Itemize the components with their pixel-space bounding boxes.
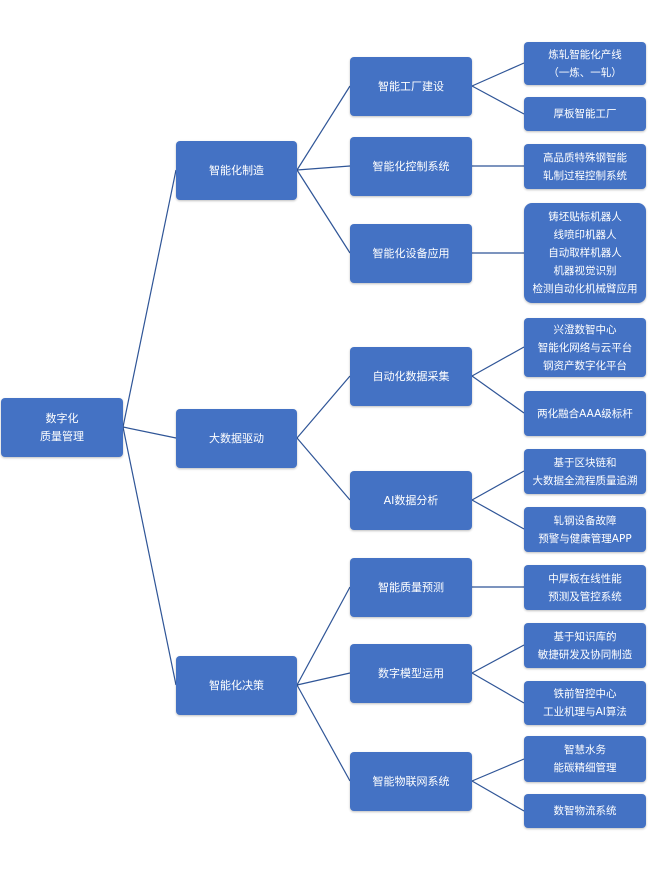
leaf-fault-warning-app: 轧钢设备故障 预警与健康管理APP [524, 507, 646, 552]
leaf-line: 智慧水务 [564, 744, 606, 756]
leaf-ironmaking-control-center: 铁前智控中心 工业机理与AI算法 [524, 681, 646, 725]
connector-line [296, 169, 351, 254]
connector-line [471, 644, 525, 674]
node-label: 智能化决策 [209, 678, 264, 692]
connector-line [471, 780, 525, 812]
leaf-line: 能碳精细管理 [553, 762, 617, 774]
node-label: 智能化设备应用 [372, 246, 450, 260]
leaf-line: 铁前智控中心 [553, 688, 617, 700]
leaf-blockchain-traceability: 基于区块链和 大数据全流程质量追溯 [524, 449, 646, 494]
leaf-line: 数智物流系统 [553, 805, 617, 817]
connector-line [122, 426, 177, 686]
leaf-line: 智能化网络与云平台 [537, 341, 633, 354]
leaf-line: 钢资产数字化平台 [543, 359, 627, 372]
leaf-line: 轧制过程控制系统 [543, 169, 627, 182]
leaf-line: （一炼、一轧） [548, 66, 622, 79]
leaf-line: 检测自动化机械臂应用 [532, 283, 638, 295]
node-label: 数字模型运用 [378, 666, 444, 680]
leaf-line: 炼轧智能化产线 [548, 48, 622, 61]
leaf-line: 自动取样机器人 [548, 247, 622, 259]
leaf-line: 工业机理与AI算法 [543, 706, 627, 718]
node-label: 智能质量预测 [378, 580, 444, 594]
leaf-line: 两化融合AAA级标杆 [537, 407, 633, 420]
connector-line [296, 672, 351, 686]
leaf-knowledge-base-rd: 基于知识库的 敏捷研发及协同制造 [524, 623, 646, 668]
leaf-line: 预警与健康管理APP [538, 532, 632, 545]
connector-line [296, 85, 351, 171]
node-smart-equipment-application: 智能化设备应用 [350, 224, 472, 283]
connector-line [296, 437, 351, 501]
leaf-line: 敏捷研发及协同制造 [537, 648, 633, 661]
connector-line [296, 586, 351, 686]
node-ai-data-analysis: AI数据分析 [350, 471, 472, 530]
node-label: 智能工厂建设 [378, 79, 444, 93]
node-smart-decision: 智能化决策 [176, 656, 297, 715]
leaf-special-steel-rolling-control: 高品质特殊钢智能 轧制过程控制系统 [524, 144, 646, 189]
leaf-aaa-benchmark: 两化融合AAA级标杆 [524, 391, 646, 436]
leaf-line: 兴澄数智中心 [553, 323, 617, 336]
node-smart-iot-system: 智能物联网系统 [350, 752, 472, 811]
connector-line [296, 375, 351, 439]
connector-line [122, 169, 177, 428]
node-smart-manufacturing: 智能化制造 [176, 141, 297, 200]
connector-line [471, 499, 525, 530]
connector-line [471, 85, 525, 115]
root-label-line-2: 质量管理 [40, 429, 84, 443]
node-label: 自动化数据采集 [372, 369, 450, 383]
connector-line [122, 426, 177, 439]
root-node-digital-quality-management: 数字化 质量管理 [1, 398, 123, 457]
leaf-line: 机器视觉识别 [553, 265, 617, 277]
leaf-smelting-rolling-line: 炼轧智能化产线 （一炼、一轧） [524, 42, 646, 85]
leaf-line: 高品质特殊钢智能 [543, 151, 627, 164]
node-label: 大数据驱动 [209, 431, 264, 445]
connector-line [471, 62, 525, 87]
leaf-line: 基于知识库的 [553, 630, 617, 643]
connector-line [296, 684, 351, 782]
leaf-line: 线喷印机器人 [553, 229, 617, 241]
node-label: AI数据分析 [383, 493, 439, 507]
root-label-line-1: 数字化 [45, 411, 79, 425]
leaf-line: 厚板智能工厂 [553, 108, 617, 120]
leaf-line: 基于区块链和 [553, 456, 617, 469]
leaf-smart-water-carbon: 智慧水务 能碳精细管理 [524, 736, 646, 782]
leaf-line: 轧钢设备故障 [553, 514, 617, 527]
node-label: 智能化控制系统 [372, 159, 450, 173]
connector-line [471, 470, 525, 501]
leaf-digital-intelligence-center: 兴澄数智中心 智能化网络与云平台 钢资产数字化平台 [524, 318, 646, 377]
connector-line [471, 375, 525, 414]
node-smart-factory-construction: 智能工厂建设 [350, 57, 472, 116]
node-automated-data-collection: 自动化数据采集 [350, 347, 472, 406]
node-smart-control-system: 智能化控制系统 [350, 137, 472, 196]
leaf-digital-logistics: 数智物流系统 [524, 794, 646, 828]
node-digital-model-application: 数字模型运用 [350, 644, 472, 703]
leaf-line: 大数据全流程质量追溯 [532, 474, 638, 487]
connector-line [471, 672, 525, 704]
leaf-heavy-plate-smart-factory: 厚板智能工厂 [524, 97, 646, 131]
node-big-data-driven: 大数据驱动 [176, 409, 297, 468]
leaf-line: 预测及管控系统 [548, 590, 622, 603]
connector-line [471, 346, 525, 377]
connector-line [296, 165, 351, 171]
node-label: 智能物联网系统 [372, 774, 450, 788]
node-smart-quality-prediction: 智能质量预测 [350, 558, 472, 617]
leaf-robots-and-vision: 铸坯贴标机器人 线喷印机器人 自动取样机器人 机器视觉识别 检测自动化机械臂应用 [524, 203, 646, 303]
leaf-line: 中厚板在线性能 [548, 572, 622, 585]
leaf-line: 铸坯贴标机器人 [548, 211, 622, 223]
connector-line [471, 758, 525, 782]
leaf-plate-performance-prediction: 中厚板在线性能 预测及管控系统 [524, 565, 646, 610]
node-label: 智能化制造 [209, 163, 264, 177]
